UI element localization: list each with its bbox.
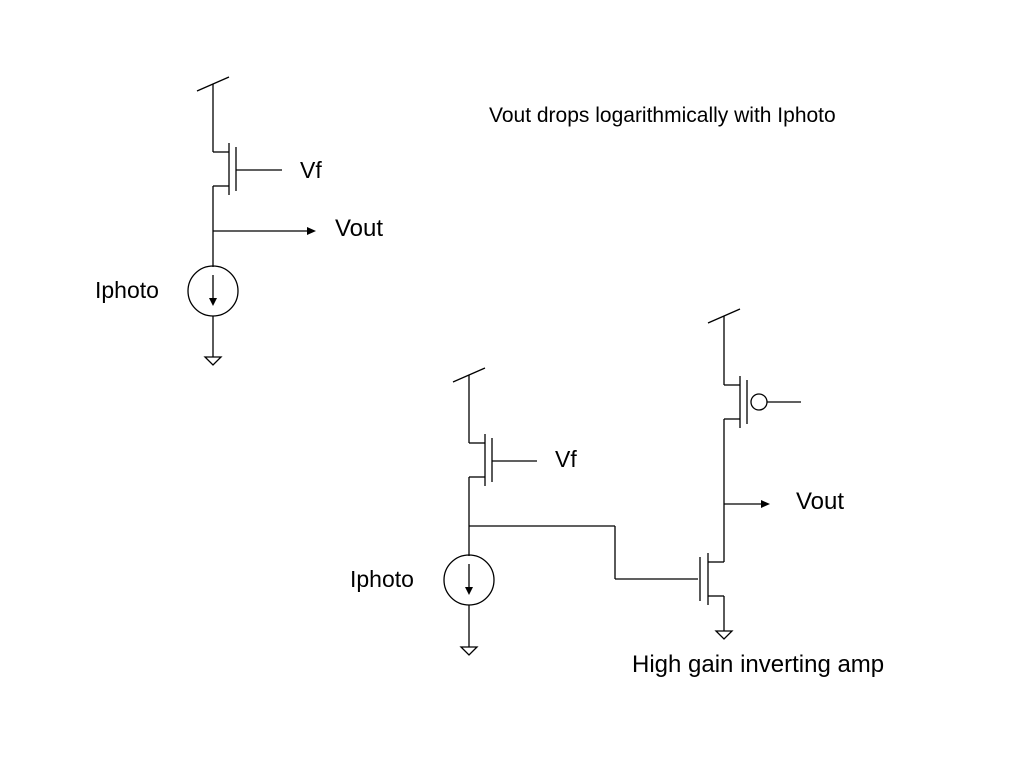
c1-output-arrowhead xyxy=(307,227,316,235)
amp-output-node xyxy=(723,419,770,562)
c1-supply-symbol xyxy=(196,76,230,152)
circuit-1 xyxy=(187,76,316,366)
c2-nmos-transistor xyxy=(469,434,537,486)
c2-output-arrowhead xyxy=(761,500,770,508)
c2-photo-node xyxy=(468,477,698,580)
c2-current-source xyxy=(443,554,495,606)
c1-current-arrow xyxy=(209,298,217,306)
c2-output-label: Vout xyxy=(796,488,845,515)
c2-current-arrow xyxy=(465,587,473,595)
amp-ground-symbol xyxy=(714,596,734,640)
c2-gate-label: Vf xyxy=(555,446,577,472)
c2-supply-symbol xyxy=(452,367,486,443)
c1-nmos-transistor xyxy=(213,143,282,195)
amp-nmos-transistor xyxy=(699,553,724,605)
c1-current-source xyxy=(187,265,239,317)
c1-output-node xyxy=(212,186,316,267)
amp-caption: High gain inverting amp xyxy=(632,651,885,678)
c1-gate-label: Vf xyxy=(300,157,322,183)
annotation-note: Vout drops logarithmically with Iphoto xyxy=(489,104,836,127)
c1-ground-symbol xyxy=(203,316,223,366)
c2-ground-symbol xyxy=(459,605,479,656)
pmos-gate-bubble xyxy=(750,393,768,411)
c2-source-label: Iphoto xyxy=(350,566,414,592)
c1-output-label: Vout xyxy=(335,215,384,242)
circuit-2 xyxy=(443,308,801,656)
amp-pmos-transistor xyxy=(724,376,801,428)
amp-supply-symbol xyxy=(707,308,741,385)
c1-source-label: Iphoto xyxy=(95,277,159,303)
